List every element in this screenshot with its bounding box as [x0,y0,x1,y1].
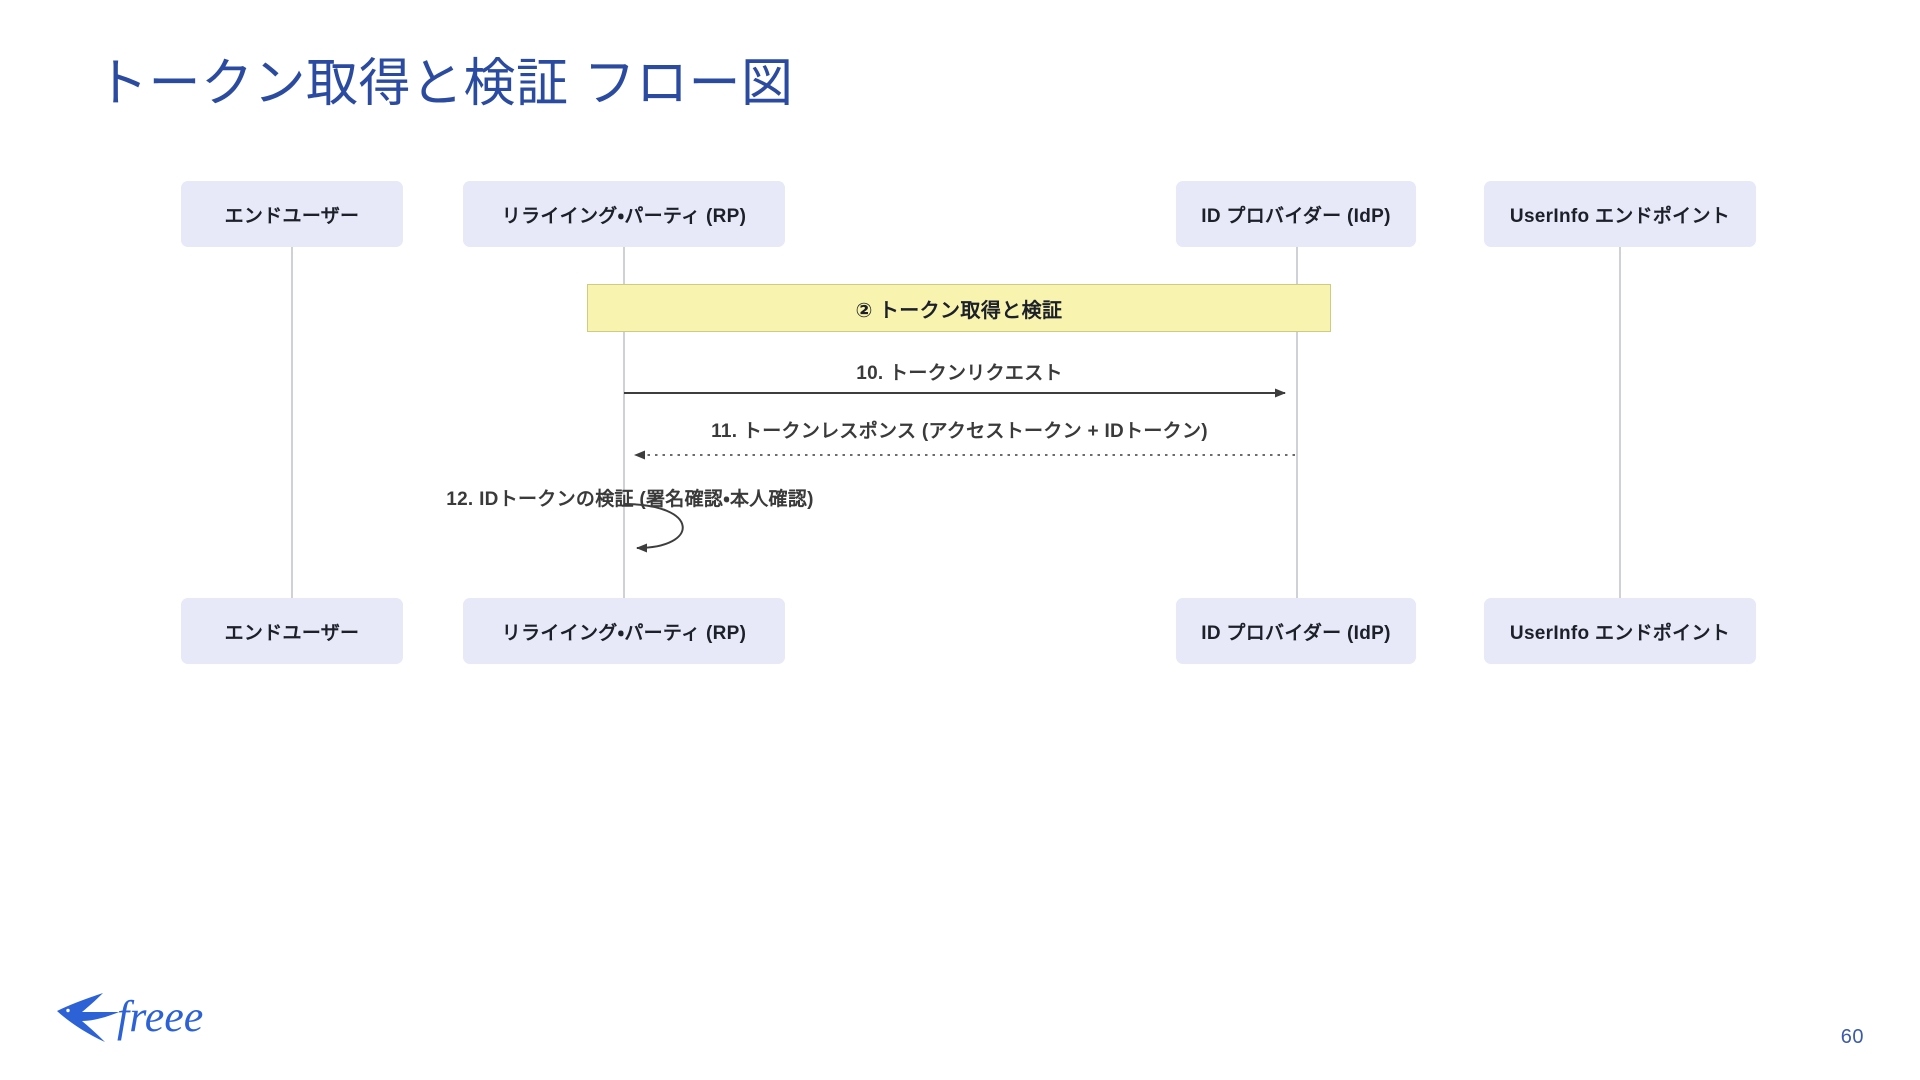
participant-label: エンドユーザー [224,205,360,227]
freee-bird-icon [57,993,119,1042]
freee-wordmark: freee [117,992,203,1041]
participant-label: UserInfo エンドポイント [1509,622,1731,644]
lifeline-end-user [291,247,293,619]
page-number: 60 [1840,1026,1864,1048]
participant-bottom-id-provider[interactable]: ID プロバイダー (IdP) [1176,598,1416,664]
message-label-11: 11. トークンレスポンス (アクセストークン + IDトークン) [623,416,1296,443]
lifeline-relying-party [623,247,625,619]
participant-top-relying-party[interactable]: リライイング・パーティ (RP) [463,181,785,247]
page-title: トークン取得と検証 フロー図 [96,55,794,113]
participant-label: ID プロバイダー (IdP) [1201,205,1391,227]
lifeline-userinfo-endpoint [1619,247,1621,619]
participant-label: UserInfo エンドポイント [1509,205,1731,227]
message-text: 10. トークンリクエスト [856,363,1063,384]
group-banner-label: ② トークン取得と検証 [855,299,1063,322]
message-text: 12. IDトークンの検証 (署名確認・本人確認) [446,489,814,510]
lifeline-id-provider [1296,247,1298,619]
message-label-10: 10. トークンリクエスト [623,358,1296,385]
participant-top-id-provider[interactable]: ID プロバイダー (IdP) [1176,181,1416,247]
group-banner: ② トークン取得と検証 [587,284,1331,332]
participant-top-end-user[interactable]: エンドユーザー [181,181,403,247]
participant-bottom-end-user[interactable]: エンドユーザー [181,598,403,664]
participant-label: リライイング・パーティ (RP) [501,205,747,227]
participant-bottom-relying-party[interactable]: リライイング・パーティ (RP) [463,598,785,664]
participant-bottom-userinfo-endpoint[interactable]: UserInfo エンドポイント [1484,598,1756,664]
freee-logo: freee [57,992,203,1042]
message-text: 11. トークンレスポンス (アクセストークン + IDトークン) [711,421,1208,442]
message-label-12: 12. IDトークンの検証 (署名確認・本人確認) [400,484,860,511]
participant-label: ID プロバイダー (IdP) [1201,622,1391,644]
participant-label: リライイング・パーティ (RP) [501,622,747,644]
participant-top-userinfo-endpoint[interactable]: UserInfo エンドポイント [1484,181,1756,247]
participant-label: エンドユーザー [224,622,360,644]
